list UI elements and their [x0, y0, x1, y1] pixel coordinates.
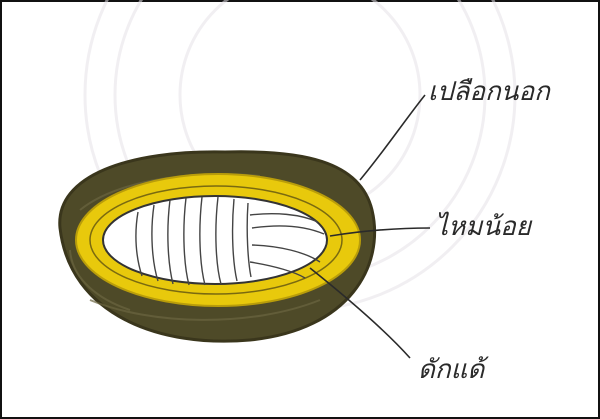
- label-inner-silk: ไหมน้อย: [435, 211, 533, 242]
- label-pupa: ดักแด้: [418, 355, 489, 385]
- label-outer-shell: เปลือกนอก: [428, 77, 551, 107]
- leader-outer-shell: [360, 95, 425, 180]
- pupa: [103, 196, 327, 284]
